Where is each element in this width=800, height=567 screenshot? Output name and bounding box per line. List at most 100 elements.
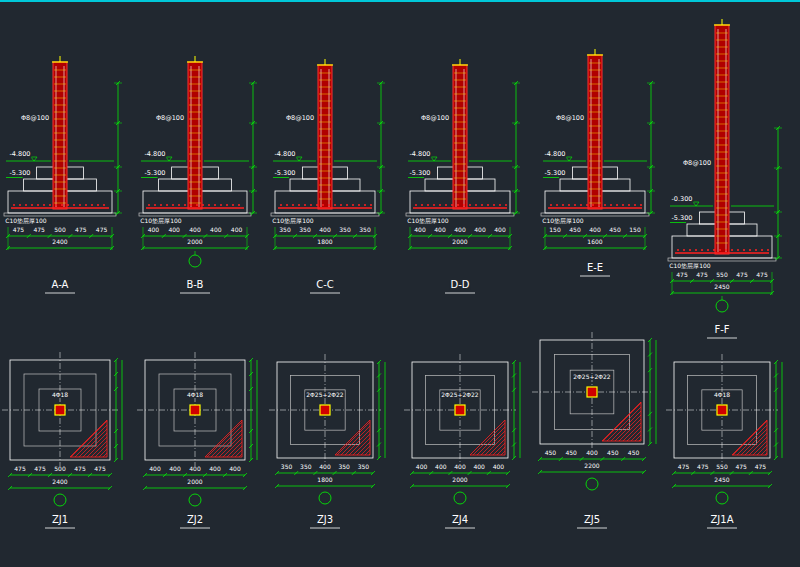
dimension: 350	[280, 464, 293, 470]
elevation-line	[543, 161, 586, 162]
elevation: -4.800	[544, 151, 567, 158]
dimension: 500	[53, 227, 66, 233]
dimension: 350	[278, 227, 291, 233]
cushion-note: C10垫层厚100	[139, 218, 182, 224]
elevation: -5.300	[409, 170, 432, 177]
plan-title: ZJ1A	[709, 515, 734, 525]
dimension-tick	[559, 457, 563, 461]
rebar-dot	[73, 204, 75, 206]
rebar-dot	[415, 204, 417, 206]
extension-line	[512, 191, 520, 192]
dimension-tick	[538, 470, 542, 474]
column-section	[455, 405, 465, 415]
stirrup	[716, 145, 728, 146]
dimension-tick	[27, 234, 31, 238]
rebar-dot	[352, 204, 354, 206]
footing-step	[159, 374, 231, 446]
extension-line	[774, 168, 782, 169]
dimension-tick	[275, 484, 279, 488]
stirrup	[319, 178, 331, 179]
dimension-tick	[410, 484, 414, 488]
stirrup	[189, 182, 201, 183]
dimension-tick	[691, 471, 695, 475]
section-title: B-B	[186, 280, 205, 290]
dimension-line	[672, 293, 772, 294]
dimension: 350	[337, 464, 350, 470]
rebar-dot	[61, 204, 63, 206]
stirrup	[454, 115, 466, 116]
dimension-tick	[48, 234, 52, 238]
elevation-line	[408, 177, 424, 178]
dimension: 400	[434, 464, 447, 470]
axis-circle	[454, 492, 466, 504]
dimension-tick	[114, 387, 118, 391]
extension-line	[545, 227, 546, 250]
rebar-dot	[178, 204, 180, 206]
stirrup	[189, 161, 201, 162]
stirrup	[189, 133, 201, 134]
stirrup	[54, 77, 66, 78]
dimension-line	[277, 486, 373, 487]
dimension: 475	[33, 466, 46, 472]
stirrup	[589, 91, 601, 92]
rebar-dot	[232, 204, 234, 206]
footing-step	[174, 389, 216, 431]
dimension-line	[410, 236, 510, 237]
dimension-line	[520, 362, 521, 458]
stirrup	[319, 115, 331, 116]
dimension-line	[650, 340, 651, 444]
rebar-dot	[761, 249, 763, 251]
stirrup	[454, 101, 466, 102]
rebar-dot	[208, 204, 210, 206]
stirrup	[319, 80, 331, 81]
title-underline	[577, 528, 607, 529]
rebar-dot	[154, 204, 156, 206]
column-top-mark	[722, 19, 723, 25]
cushion-note: C10垫层厚100	[4, 218, 47, 224]
dimension-tick	[642, 457, 646, 461]
ground-line	[469, 161, 512, 162]
elevation-line	[141, 161, 186, 162]
dimension-tick	[623, 234, 627, 238]
rebar-dot	[304, 204, 306, 206]
rebar-dot	[13, 204, 15, 206]
rebar-dot	[19, 204, 21, 206]
title-underline	[310, 528, 340, 529]
rebar-note: 2Φ25+2Φ22	[440, 392, 479, 398]
rebar-dot	[334, 204, 336, 206]
rebar-dot	[103, 204, 105, 206]
elevation: -0.300	[671, 196, 694, 203]
dimension-tick	[690, 279, 694, 283]
dimension-tick	[353, 234, 357, 238]
dimension-total: 1600	[586, 239, 603, 245]
dimension-line	[782, 362, 783, 458]
plan-title: ZJ5	[583, 515, 601, 525]
stirrup	[454, 199, 466, 200]
rebar-dot	[322, 204, 324, 206]
foundation-section	[139, 56, 257, 293]
rebar-dot	[85, 204, 87, 206]
extension-line	[377, 83, 385, 84]
dimension: 400	[472, 464, 485, 470]
stirrup	[54, 154, 66, 155]
extension-line	[377, 213, 385, 214]
dimension-tick	[487, 471, 491, 475]
cushion-note: C10垫层厚100	[541, 218, 584, 224]
cushion-note: C10垫层厚100	[668, 263, 711, 269]
dimension-tick	[371, 471, 375, 475]
dimension-line	[381, 83, 382, 213]
rebar-dot	[358, 204, 360, 206]
stirrup	[454, 108, 466, 109]
rebar-dot	[622, 204, 624, 206]
rebar-dot	[433, 204, 435, 206]
dimension-tick	[506, 471, 510, 475]
stirrup	[189, 140, 201, 141]
dimension-tick	[68, 473, 72, 477]
axis-circle	[189, 255, 201, 267]
plan-title: ZJ3	[316, 515, 334, 525]
stirrup	[589, 189, 601, 190]
rebar-dot	[166, 204, 168, 206]
ground-line	[334, 161, 377, 162]
